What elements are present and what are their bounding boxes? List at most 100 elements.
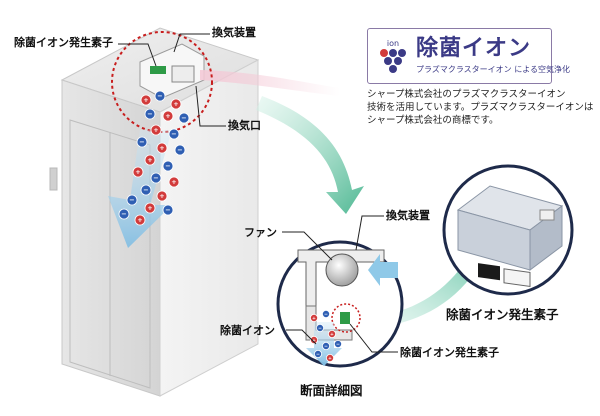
positive-ion [150, 124, 162, 136]
ion-sign-icon: + [153, 126, 158, 134]
element-connector [539, 209, 555, 221]
negative-ion [313, 349, 322, 358]
positive-ion [162, 110, 174, 122]
element-window [478, 263, 500, 281]
door-frame [69, 119, 151, 389]
description-line: 技術を活用しています。プラズマクラスターイオンは [367, 102, 594, 113]
label-ion-detail: 除菌イオン [220, 324, 275, 337]
ion-sign-icon: − [139, 138, 144, 146]
ion-sign-icon: + [312, 338, 316, 344]
negative-ion [162, 204, 174, 216]
ion-sign-icon: + [165, 112, 170, 120]
positive-ion [140, 94, 152, 106]
leader-lines [118, 33, 398, 353]
ion-sign-icon: + [171, 178, 176, 186]
positive-ion [168, 176, 180, 188]
negative-ion [144, 108, 156, 120]
section-element-highlight [331, 303, 361, 333]
negative-ion [154, 90, 166, 102]
negative-ion [178, 112, 190, 124]
leader-fan [282, 231, 333, 261]
element-photo [442, 164, 574, 296]
ion-sign-icon: − [165, 206, 170, 214]
section-detail: +−−++−−+− [276, 240, 404, 368]
negative-ion [126, 194, 138, 206]
ion-sign-icon: + [159, 144, 164, 152]
negative-ion [162, 160, 174, 172]
label-element-top: 除菌イオン発生素子 [14, 36, 113, 49]
leader-element-detail [349, 323, 398, 353]
ion-sign-icon: + [312, 316, 316, 322]
ion-sign-icon: − [147, 110, 152, 118]
positive-ion [134, 214, 146, 226]
ion-sign-icon: − [336, 343, 340, 348]
intake-arrow [368, 254, 398, 286]
negative-ion [140, 184, 152, 196]
ions-detail: +−−++−−+− [309, 309, 342, 362]
ion-sign-icon: − [157, 92, 162, 100]
ion-sign-icon: + [147, 156, 152, 164]
positive-ion [144, 202, 156, 214]
positive-ion [327, 329, 336, 338]
section-ion-element [340, 312, 350, 324]
negative-ion [174, 144, 186, 156]
positive-ion [309, 335, 318, 344]
negative-ion [168, 128, 180, 140]
ion-sign-icon: − [171, 130, 176, 138]
logo-mark-text: ion [387, 39, 399, 48]
description-line: シャープ株式会社のプラズマクラスターイオン [367, 89, 566, 100]
negative-ion [118, 208, 130, 220]
element-grid [503, 268, 531, 288]
ion-sign-icon: − [324, 345, 328, 350]
label-device-top: 換気装置 [212, 26, 256, 39]
device-vent [171, 65, 195, 83]
label-element-detail: 除菌イオン発生素子 [400, 346, 499, 359]
label-section-caption: 断面詳細図 [300, 383, 363, 398]
fan [325, 253, 359, 287]
negative-ion [136, 136, 148, 148]
ion-sign-icon: − [165, 162, 170, 170]
positive-ion [132, 166, 144, 178]
negative-ion [321, 341, 330, 350]
ion-sign-icon: − [129, 196, 134, 204]
ion-sign-icon: − [121, 210, 126, 218]
door-button-panel [49, 167, 58, 191]
negative-ion [333, 339, 342, 348]
ion-sign-icon: + [330, 332, 334, 338]
ion-sign-icon: + [159, 192, 164, 200]
description-line: シャープ株式会社の商標です。 [367, 115, 499, 126]
logo-title: 除菌イオン [416, 36, 532, 61]
ion-sign-icon: + [173, 100, 178, 108]
label-element-photo: 除菌イオン発生素子 [446, 307, 559, 322]
airflow-streak [200, 70, 340, 96]
trademark-description: シャープ株式会社のプラズマクラスターイオン 技術を活用しています。プラズマクラス… [367, 88, 594, 127]
ion-sign-icon: − [318, 327, 322, 332]
ion-sign-icon: − [181, 114, 186, 122]
device-ion-element [150, 66, 166, 74]
leader-element-top [118, 43, 157, 67]
ion-sign-icon: − [153, 174, 158, 182]
label-fan: ファン [244, 226, 277, 239]
label-vent: 換気口 [228, 119, 261, 132]
ion-sign-icon: − [324, 313, 328, 318]
ions-main: +−+−+−+−−+−+−+−+−+−+−+− [118, 90, 190, 226]
leader-vent [195, 85, 226, 127]
positive-ion [325, 353, 334, 362]
ion-sign-icon: + [137, 216, 142, 224]
to-detail-arrow [256, 96, 364, 214]
grape-logo-icon: ion [380, 39, 406, 73]
positive-ion [156, 142, 168, 154]
positive-ion [170, 98, 182, 110]
negative-ion [321, 309, 330, 318]
positive-ion [144, 154, 156, 166]
ion-sign-icon: + [143, 96, 148, 104]
leader-device-top [173, 33, 210, 53]
positive-ion [309, 313, 318, 322]
positive-ion [156, 190, 168, 202]
elevator-box [49, 27, 260, 397]
ion-sign-icon: − [316, 353, 320, 358]
ion-sign-icon: − [177, 146, 182, 154]
ion-sign-icon: + [147, 204, 152, 212]
negative-ion [315, 323, 324, 332]
